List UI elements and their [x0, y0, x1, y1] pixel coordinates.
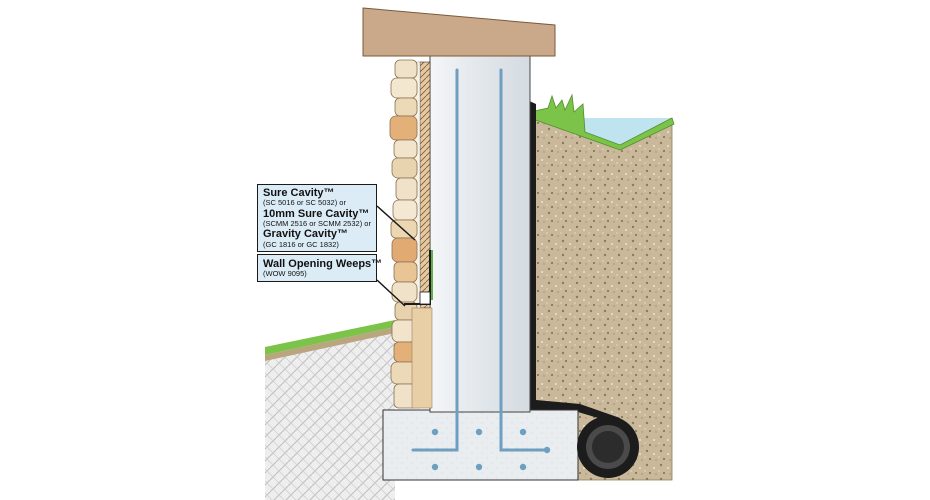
code-gravity-cavity: (GC 1816 or GC 1832) — [263, 239, 339, 249]
green-strip — [431, 250, 433, 300]
product-sure-cavity: Sure Cavity™ — [263, 187, 335, 199]
left-soil-band — [265, 327, 395, 361]
code-wall-opening-weeps: (WOW 9095) — [263, 269, 307, 279]
code-sure-cavity: (SC 5016 or SC 5032) or — [263, 198, 346, 208]
stone-veneer — [389, 59, 418, 409]
drain-pipe-icon — [577, 416, 639, 478]
grass-icon — [529, 93, 675, 151]
callout-wall-opening-weeps: Wall Opening Weeps™ (WOW 9095) — [257, 254, 383, 282]
water-surface — [572, 118, 672, 145]
mortar-backing — [411, 307, 433, 409]
rebar — [411, 68, 548, 452]
leader-lines — [376, 205, 416, 307]
wall-cap — [362, 7, 556, 57]
foundation-wall — [429, 55, 531, 413]
code-10mm-sure-cavity: (SCMM 2516 or SCMM 2532) or — [263, 219, 371, 229]
weep-insert — [419, 291, 431, 305]
left-grass — [265, 320, 395, 355]
callout-cavity-products: Sure Cavity™ (SC 5016 or SC 5032) or 10m… — [257, 184, 377, 252]
left-ground — [265, 327, 395, 500]
rebar-dots — [431, 428, 551, 471]
drainage-cavity — [419, 61, 431, 309]
product-gravity-cavity: Gravity Cavity™ — [263, 228, 348, 241]
product-10mm-sure-cavity: 10mm Sure Cavity™ — [263, 207, 370, 220]
product-wall-opening-weeps: Wall Opening Weeps™ — [263, 258, 383, 270]
